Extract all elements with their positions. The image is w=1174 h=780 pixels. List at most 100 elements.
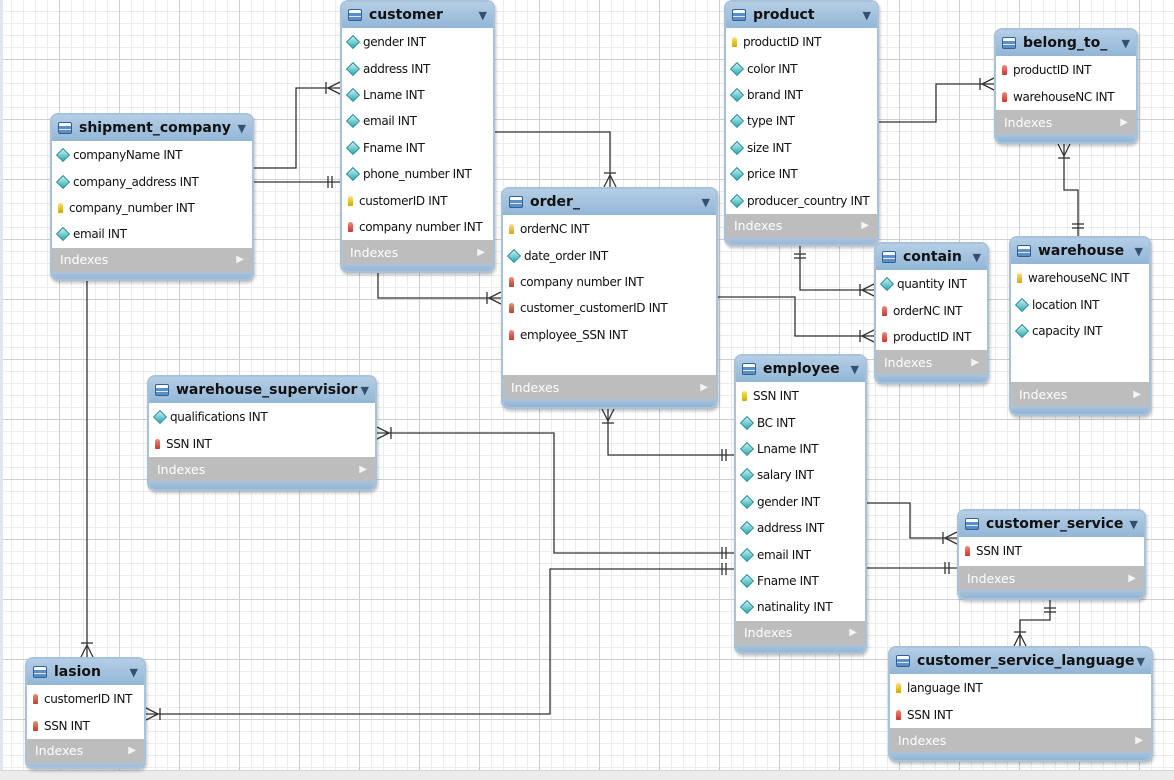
expand-arrow-icon[interactable]: ▶ — [1120, 116, 1128, 128]
relationship-line-customer-order[interactable] — [377, 273, 501, 299]
entity-header[interactable]: order_ ▼ — [503, 189, 716, 215]
entity-header[interactable]: contain ▼ — [876, 244, 987, 270]
column-row[interactable]: SSN INT — [736, 383, 865, 409]
relationship-line-customer_service-customer_service_language[interactable] — [1019, 600, 1051, 646]
entity-header[interactable]: customer_service_language ▼ — [890, 648, 1151, 674]
column-row[interactable]: orderNC INT — [503, 216, 716, 242]
collapse-caret-icon[interactable]: ▼ — [1136, 654, 1145, 668]
entity-header[interactable]: customer_service ▼ — [959, 511, 1144, 537]
relationship-line-customer-order[interactable] — [495, 131, 611, 187]
indexes-section[interactable]: Indexes ▶ — [959, 566, 1144, 590]
column-row[interactable]: gender INT — [342, 29, 493, 55]
entity-header[interactable]: shipment_company ▼ — [52, 115, 252, 141]
column-row[interactable]: warehouseNC INT — [996, 83, 1136, 109]
indexes-section[interactable]: Indexes ▶ — [736, 620, 865, 645]
indexes-section[interactable]: Indexes ▶ — [27, 738, 144, 763]
collapse-caret-icon[interactable]: ▼ — [1129, 517, 1138, 531]
column-row[interactable]: customerID INT — [27, 686, 144, 712]
column-row[interactable]: producer_country INT — [726, 187, 877, 213]
column-row[interactable]: email INT — [736, 541, 865, 567]
column-row[interactable]: address INT — [342, 55, 493, 81]
collapse-caret-icon[interactable]: ▼ — [1121, 36, 1130, 50]
column-row[interactable]: email INT — [52, 221, 252, 247]
column-row[interactable]: quantity INT — [876, 271, 987, 297]
column-row[interactable]: salary INT — [736, 462, 865, 488]
collapse-caret-icon[interactable]: ▼ — [237, 121, 246, 135]
column-row[interactable]: SSN INT — [27, 712, 144, 738]
column-row[interactable]: employee_SSN INT — [503, 322, 716, 348]
entity-customer-service[interactable]: customer_service ▼ SSN INT Indexes ▶ — [957, 509, 1146, 600]
column-row[interactable]: customerID INT — [342, 187, 493, 213]
expand-arrow-icon[interactable]: ▶ — [128, 745, 136, 757]
entity-header[interactable]: warehouse ▼ — [1011, 238, 1149, 264]
entity-header[interactable]: employee ▼ — [736, 356, 865, 382]
entity-warehouse-supervisior[interactable]: warehouse_supervisior ▼ qualifications I… — [147, 375, 377, 491]
entity-header[interactable]: product ▼ — [726, 2, 877, 28]
expand-arrow-icon[interactable]: ▶ — [236, 254, 244, 266]
column-row[interactable]: orderNC INT — [876, 297, 987, 323]
column-row[interactable]: size INT — [726, 135, 877, 161]
expand-arrow-icon[interactable]: ▶ — [1128, 572, 1136, 584]
column-row[interactable]: SSN INT — [149, 430, 375, 456]
expand-arrow-icon[interactable]: ▶ — [700, 381, 708, 393]
column-row[interactable]: color INT — [726, 55, 877, 81]
collapse-caret-icon[interactable]: ▼ — [478, 8, 487, 22]
expand-arrow-icon[interactable]: ▶ — [477, 246, 485, 258]
column-row[interactable]: company number INT — [342, 214, 493, 240]
column-row[interactable]: qualifications INT — [149, 404, 375, 430]
indexes-section[interactable]: Indexes ▶ — [876, 350, 987, 375]
expand-arrow-icon[interactable]: ▶ — [861, 220, 869, 232]
column-row[interactable]: company_number INT — [52, 195, 252, 221]
column-row[interactable]: productID INT — [996, 57, 1136, 83]
column-row[interactable]: company_address INT — [52, 168, 252, 194]
indexes-section[interactable]: Indexes ▶ — [149, 457, 375, 481]
column-row[interactable]: customer_customerID INT — [503, 295, 716, 321]
indexes-section[interactable]: Indexes ▶ — [503, 375, 716, 399]
relationship-line-warehouse_supervisior-employee[interactable] — [377, 432, 734, 554]
column-row[interactable]: warehouseNC INT — [1011, 265, 1149, 291]
column-row[interactable]: company number INT — [503, 269, 716, 295]
entity-header[interactable]: belong_to_ ▼ — [996, 30, 1136, 56]
indexes-section[interactable]: Indexes ▶ — [52, 247, 252, 272]
entity-customer-service-language[interactable]: customer_service_language ▼ language INT… — [888, 646, 1153, 762]
column-row[interactable]: Fname INT — [736, 568, 865, 594]
expand-arrow-icon[interactable]: ▶ — [359, 463, 367, 475]
expand-arrow-icon[interactable]: ▶ — [971, 356, 979, 368]
indexes-section[interactable]: Indexes ▶ — [890, 728, 1151, 752]
relationship-line-product-belong_to[interactable] — [879, 83, 994, 123]
entity-header[interactable]: warehouse_supervisior ▼ — [149, 377, 375, 403]
column-row[interactable]: natinality INT — [736, 594, 865, 620]
column-row[interactable]: date_order INT — [503, 242, 716, 268]
collapse-caret-icon[interactable]: ▼ — [1134, 244, 1143, 258]
column-row[interactable]: type INT — [726, 108, 877, 134]
relationship-line-employee-customer_service[interactable] — [867, 502, 957, 539]
entity-header[interactable]: lasion ▼ — [27, 659, 144, 685]
indexes-section[interactable]: Indexes ▶ — [996, 110, 1136, 134]
column-row[interactable]: SSN INT — [959, 538, 1144, 564]
entity-header[interactable]: customer ▼ — [342, 2, 493, 28]
collapse-caret-icon[interactable]: ▼ — [129, 665, 138, 679]
relationship-line-shipment_company-customer[interactable] — [254, 87, 340, 169]
column-row[interactable]: Lname INT — [342, 82, 493, 108]
expand-arrow-icon[interactable]: ▶ — [1133, 388, 1141, 400]
column-row[interactable]: price INT — [726, 161, 877, 187]
expand-arrow-icon[interactable]: ▶ — [1135, 734, 1143, 746]
relationship-line-order-employee[interactable] — [607, 409, 734, 456]
indexes-section[interactable]: Indexes ▶ — [342, 240, 493, 265]
expand-arrow-icon[interactable]: ▶ — [849, 627, 857, 639]
relationship-line-order-contain[interactable] — [718, 296, 874, 337]
column-row[interactable]: language INT — [890, 675, 1151, 701]
column-row[interactable]: phone_number INT — [342, 161, 493, 187]
indexes-section[interactable]: Indexes ▶ — [726, 213, 877, 238]
collapse-caret-icon[interactable]: ▼ — [862, 8, 871, 22]
column-row[interactable]: productID INT — [726, 29, 877, 55]
